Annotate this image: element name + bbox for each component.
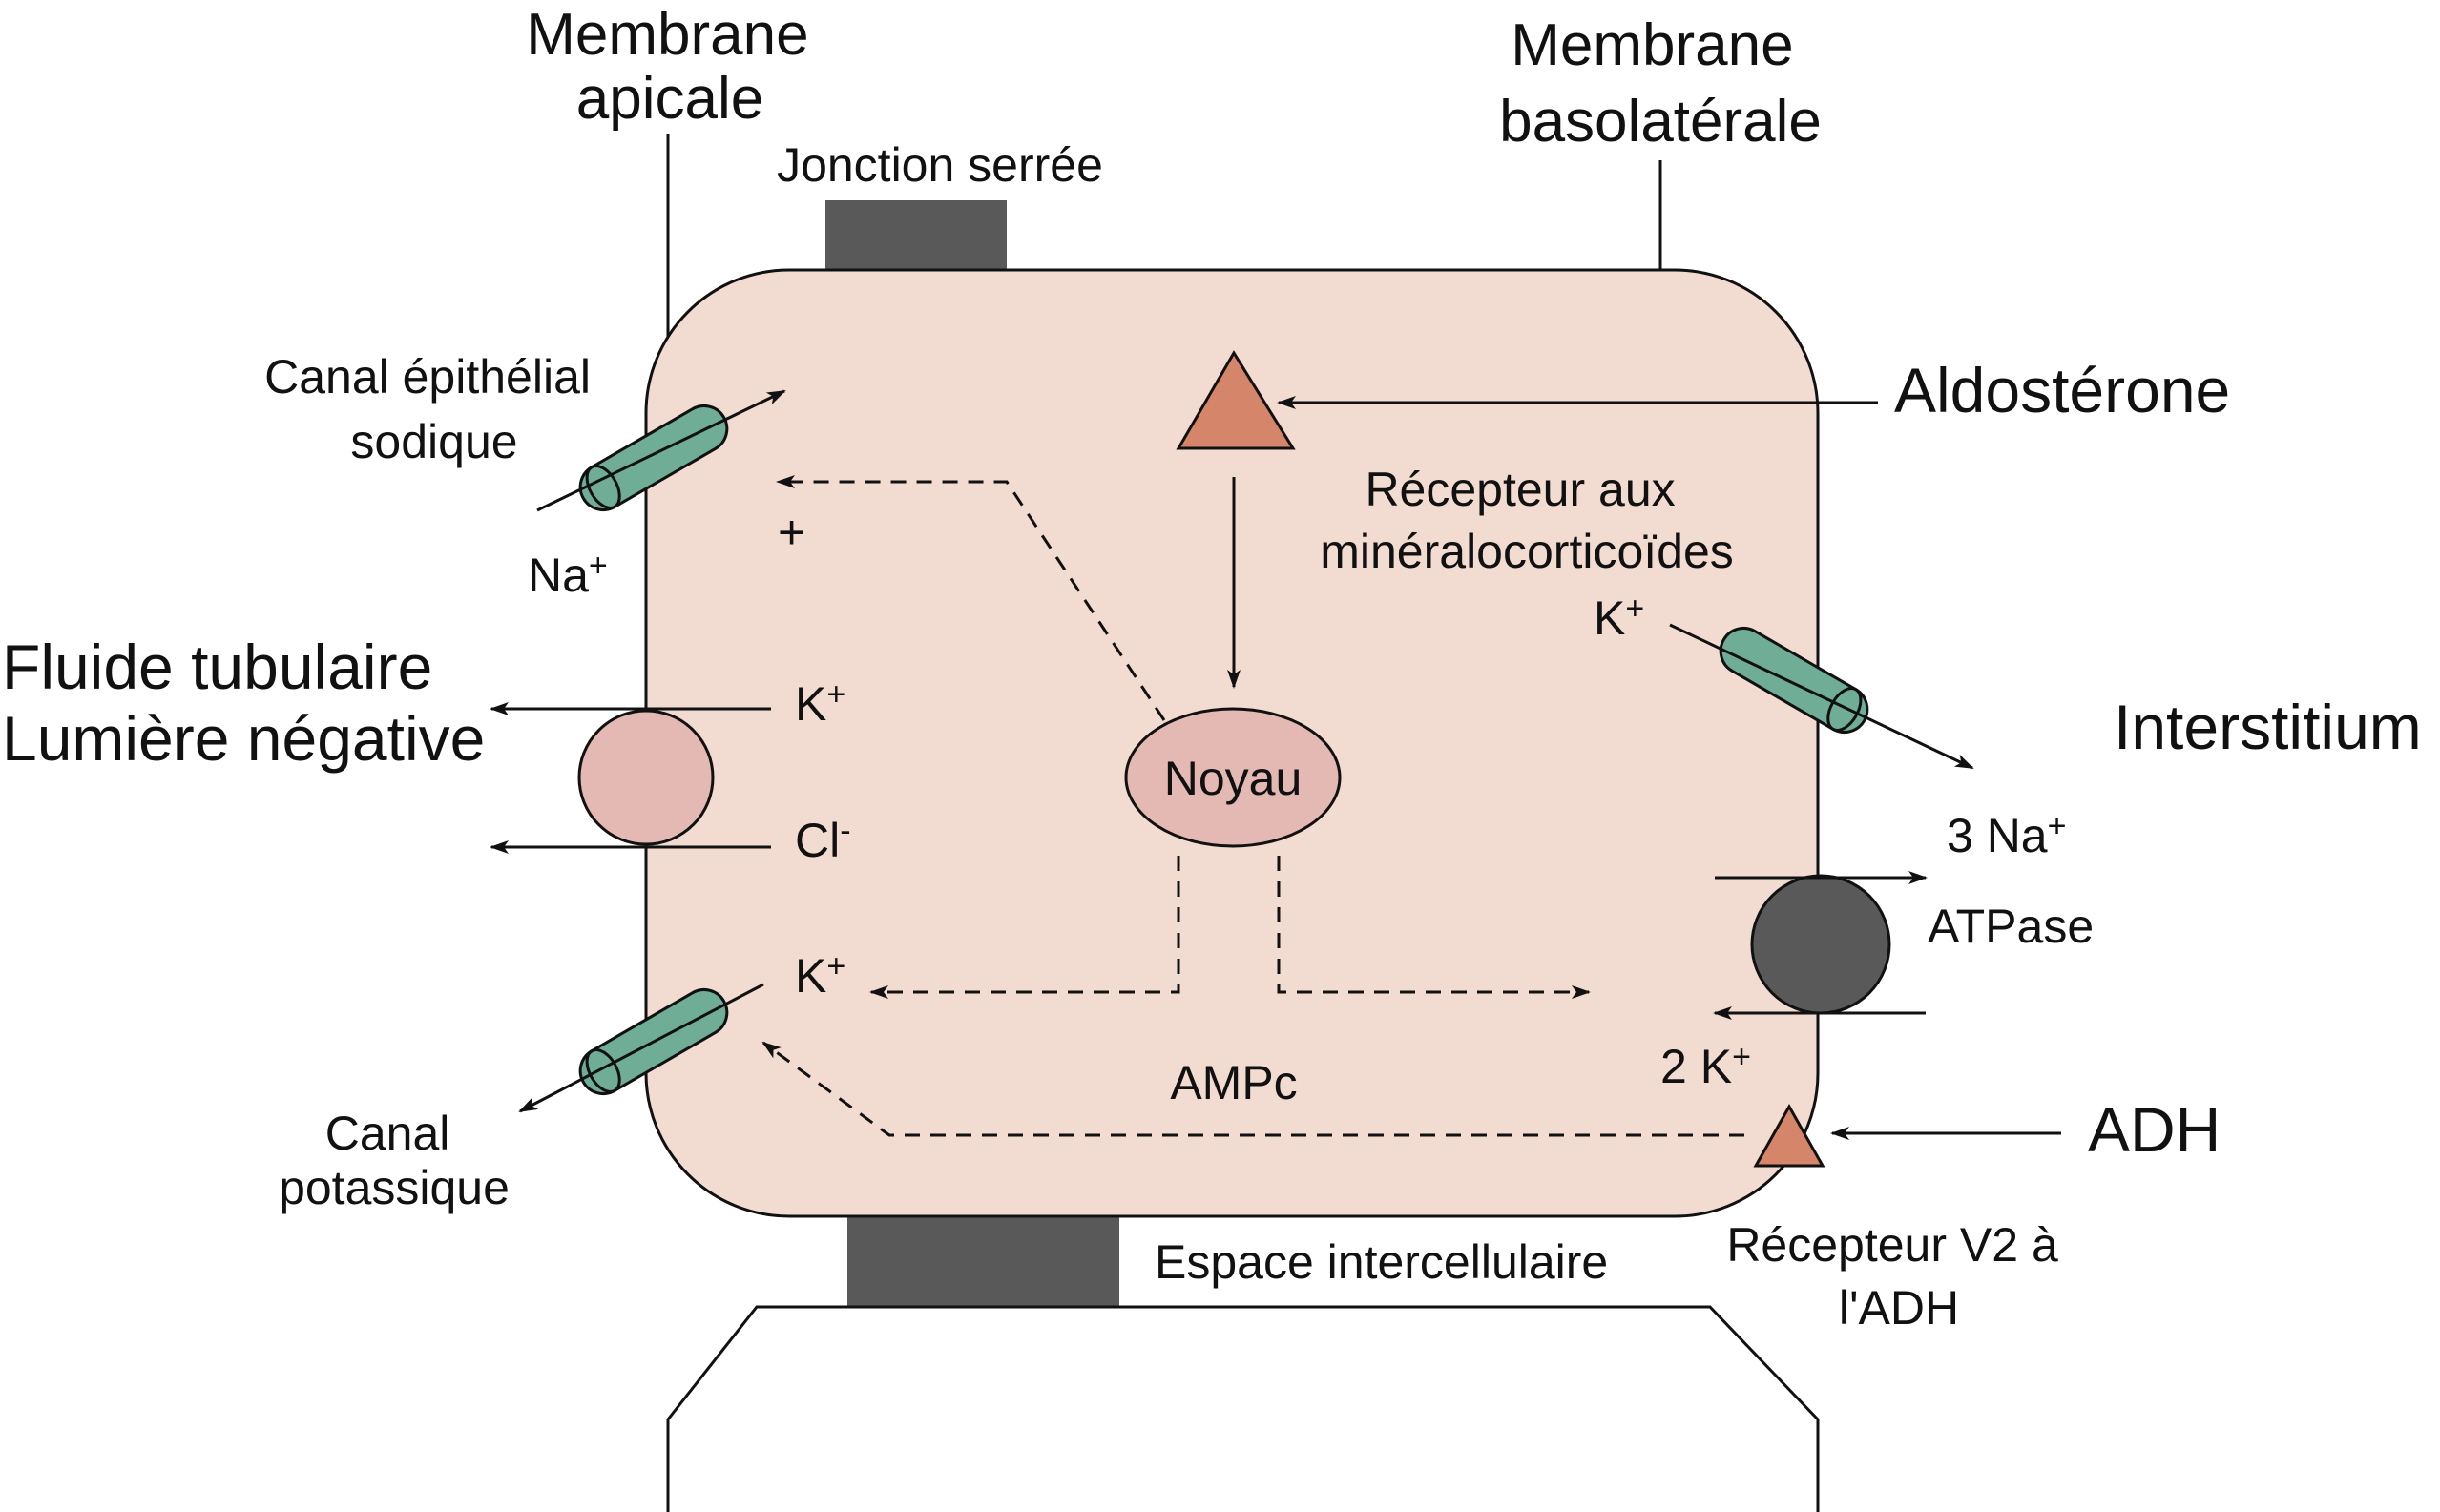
mineralocorticoid-receptor bbox=[1176, 350, 1296, 450]
enac-label: Canal épithélial sodique bbox=[264, 350, 604, 468]
enac-channel bbox=[578, 404, 729, 511]
k-channel-label: Canal potassique bbox=[279, 1107, 510, 1214]
tight-junction-label: Jonction serrée bbox=[777, 138, 1103, 192]
stimulation-plus-sign: + bbox=[778, 506, 805, 559]
tight-junction-bottom bbox=[847, 1216, 1119, 1307]
camp-label: AMPc bbox=[1170, 1056, 1297, 1109]
na-k-atpase-pump bbox=[1750, 874, 1891, 1015]
v2-receptor-label: Récepteur V2 à l'ADH bbox=[1726, 1218, 2071, 1335]
na3-ion-label: 3 Na+ bbox=[1947, 808, 2066, 862]
intercellular-space-label: Espace intercellulaire bbox=[1155, 1235, 1608, 1289]
k-channel-arrow bbox=[518, 983, 764, 1113]
k-ion-label-top: K+ bbox=[795, 676, 845, 731]
mineralocorticoid-receptor-label: Récepteur aux minéralocorticoïdes bbox=[1320, 463, 1734, 578]
nucleus-to-pump-path bbox=[1277, 856, 1591, 999]
v2-receptor bbox=[1753, 1103, 1825, 1168]
nucleus bbox=[1124, 707, 1342, 848]
nucleus-to-enac-path bbox=[776, 475, 1166, 721]
adh-label: ADH bbox=[2088, 1094, 2221, 1165]
interstitium-label: Interstitium bbox=[2114, 692, 2422, 762]
k2-ion-label: 2 K+ bbox=[1660, 1039, 1751, 1093]
neighbour-cell-outline bbox=[666, 1305, 1820, 1512]
tight-junction-top bbox=[825, 200, 1007, 269]
tubular-fluid-label: Fluide tubulaire Lumière négative bbox=[2, 632, 485, 774]
aldosterone-label: Aldostérone bbox=[1894, 355, 2230, 425]
kcl-cotransporter bbox=[577, 709, 715, 846]
basolateral-membrane-label: Membrane basolatérale bbox=[1499, 12, 1822, 155]
cl-ion-label: Cl- bbox=[795, 813, 851, 867]
atpase-label: ATPase bbox=[1928, 900, 2094, 953]
na-ion-label: Na+ bbox=[528, 548, 608, 602]
basolateral-k-arrow bbox=[1669, 623, 1974, 770]
k-ion-label-basolateral: K+ bbox=[1594, 590, 1644, 645]
nucleus-to-k-path bbox=[869, 856, 1180, 999]
nucleus-label: Noyau bbox=[1164, 752, 1303, 805]
apical-membrane-label: Membrane apicale bbox=[526, 2, 825, 132]
k-ion-label-low: K+ bbox=[795, 948, 845, 1003]
v2-to-k-channel-path bbox=[761, 1041, 1744, 1137]
enac-na-arrow bbox=[536, 389, 786, 512]
